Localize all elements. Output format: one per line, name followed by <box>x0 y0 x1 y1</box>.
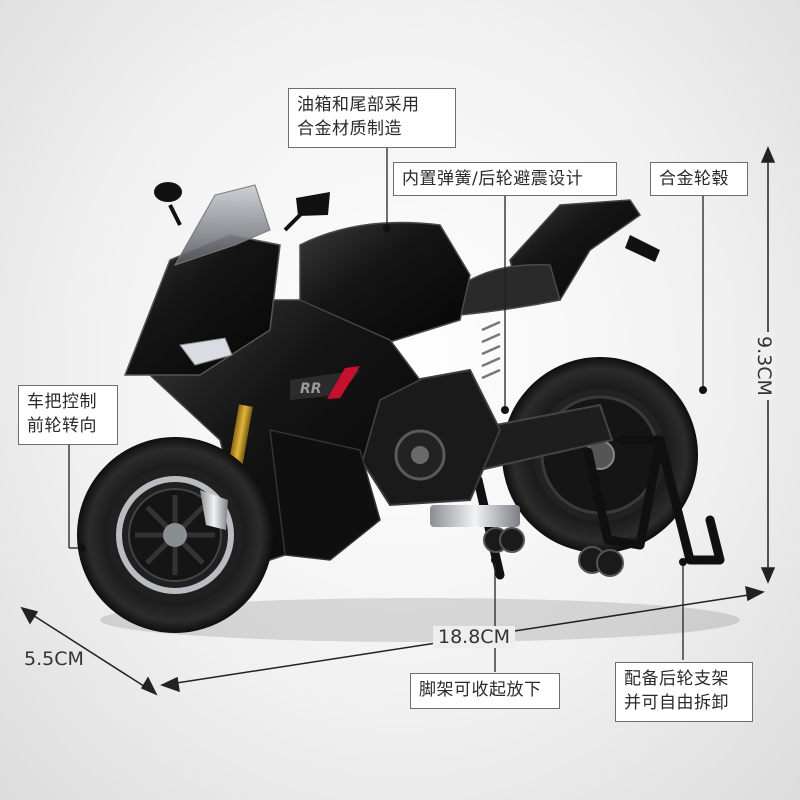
fuel-tank <box>299 221 471 346</box>
callout-tank-line1: 油箱和尾部采用 <box>297 95 420 115</box>
belly-pan <box>269 429 381 561</box>
front-brake-caliper <box>200 490 228 530</box>
tail-light-bracket <box>625 235 660 262</box>
callout-rear-stand-line2: 并可自由拆卸 <box>624 693 729 713</box>
dimension-height-label: 9.3CM <box>752 332 775 400</box>
leader-lines <box>68 147 704 672</box>
callout-tank-line2: 合金材质制造 <box>297 119 402 139</box>
width-dimension-line <box>20 606 158 696</box>
callout-kickstand-text: 脚架可收起放下 <box>419 680 542 700</box>
rear-paddock-stand <box>583 435 725 565</box>
stand-roller-right <box>596 549 624 577</box>
headlight <box>179 337 233 366</box>
callout-rear-suspension: 内置弹簧/后轮避震设计 <box>393 162 617 196</box>
svg-text:RR: RR <box>300 381 322 397</box>
front-nose <box>123 234 281 376</box>
callout-kickstand: 脚架可收起放下 <box>410 673 560 709</box>
front-wheel <box>77 437 273 633</box>
rr-decal: RR <box>290 366 360 400</box>
callout-spring-text: 内置弹簧/后轮避震设计 <box>402 169 584 189</box>
callout-handlebar-steering: 车把控制 前轮转向 <box>18 385 118 445</box>
callout-handlebar-line2: 前轮转向 <box>27 416 97 436</box>
engine <box>353 368 520 527</box>
mirror-left <box>154 182 182 226</box>
rear-shock-spring <box>481 320 501 380</box>
dimension-length-label: 18.8CM <box>433 626 515 648</box>
callout-tank-alloy: 油箱和尾部采用 合金材质制造 <box>288 88 456 148</box>
ground-shadow <box>100 598 740 642</box>
callout-handlebar-line1: 车把控制 <box>27 392 97 412</box>
dimension-width-label: 5.5CM <box>24 648 84 670</box>
callout-rear-stand-line1: 配备后轮支架 <box>624 669 729 689</box>
callout-alloy-wheel: 合金轮毂 <box>650 162 748 196</box>
windscreen <box>173 184 271 266</box>
callout-rear-stand: 配备后轮支架 并可自由拆卸 <box>615 662 753 722</box>
mirror-right <box>283 192 330 232</box>
callout-wheel-text: 合金轮毂 <box>659 169 729 189</box>
leader-dots <box>78 224 707 566</box>
seat <box>454 263 561 316</box>
